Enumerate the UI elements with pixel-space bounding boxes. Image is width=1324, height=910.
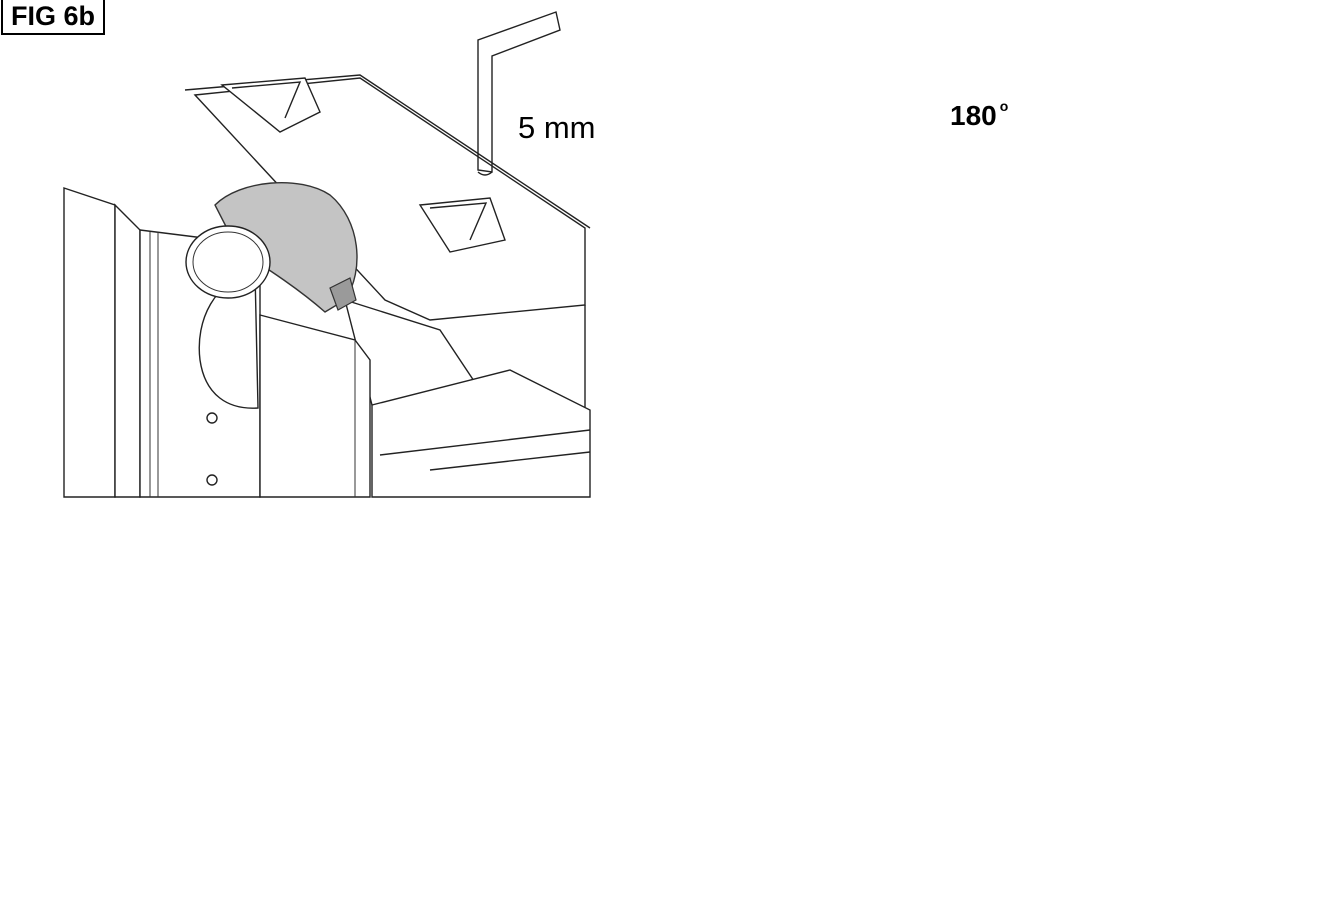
tool-size-label: 5 mm [518,110,596,145]
figure-label: FIG 6b [1,0,106,35]
rotation-angle-value: 180 [950,100,997,131]
panel-assembly-overview [63,74,591,498]
hex-key-icon [477,11,561,176]
degree-symbol: o [999,97,1009,114]
